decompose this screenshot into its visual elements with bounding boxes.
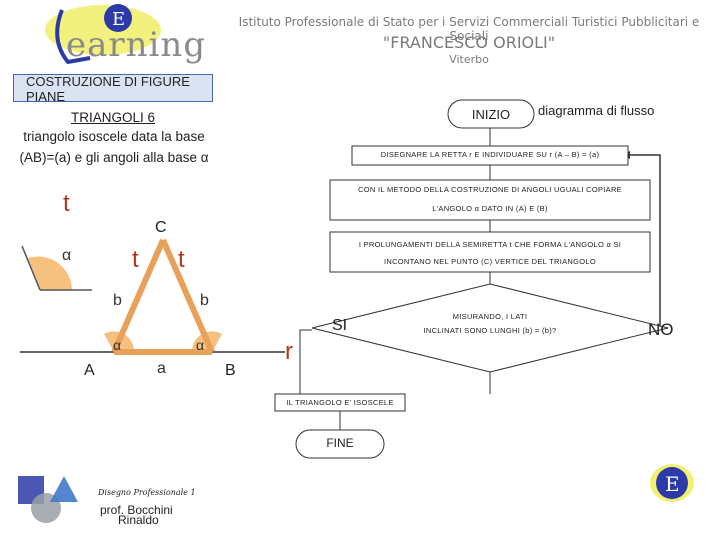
flow-result-text: IL TRIANGOLO E' ISOSCELE xyxy=(286,398,394,407)
svg-text:E: E xyxy=(112,9,125,30)
step3-box xyxy=(329,231,651,273)
topic-title: COSTRUZIONE DI FIGURE PIANE xyxy=(26,74,190,104)
label-alpha-given: α xyxy=(62,247,72,264)
footer-subject: Disegno Professionale 1 xyxy=(98,488,196,497)
label-base: a xyxy=(157,360,166,377)
flow-no-label: NO xyxy=(648,320,674,339)
label-alpha-a: α xyxy=(113,337,122,353)
side-ac xyxy=(111,238,166,354)
label-alpha-b: α xyxy=(196,337,205,353)
flow-step2-line1: CON IL METODO DELLA COSTRUZIONE DI ANGOL… xyxy=(358,185,622,194)
label-t-right: t xyxy=(178,246,185,273)
given-angle-sector xyxy=(28,256,72,290)
label-t-top: t xyxy=(63,190,70,217)
footer-author-1: prof. Bocchini xyxy=(100,503,173,517)
label-vertex-b: B xyxy=(225,362,236,379)
lesson-subtitle-2: (AB)=(a) e gli angoli alla base α xyxy=(19,150,209,165)
label-side-right: b xyxy=(200,292,209,309)
flow-step3-line2: INCONTANO NEL PUNTO (C) VERTICE DEL TRIA… xyxy=(383,257,596,266)
start-terminal xyxy=(447,99,535,129)
flow-decision-line2: INCLINATI SONO LUNGHI (b) = (b)? xyxy=(423,326,557,335)
institute-school: "FRANCESCO ORIOLI" xyxy=(382,33,556,52)
decision-diamond xyxy=(311,283,669,373)
flow-yes-label: SI xyxy=(332,317,348,334)
footer-author-2: Rinaldo xyxy=(118,513,159,527)
institute-name: Istituto Professionale di Stato per i Se… xyxy=(238,15,700,43)
connector-yes-branch xyxy=(299,329,312,394)
logo-mark: E xyxy=(45,4,161,65)
logo-e-icon xyxy=(104,4,132,32)
triangle-figure xyxy=(20,238,285,355)
flow-step1-text: DISEGNARE LA RETTA r E INDIVIDUARE SU r … xyxy=(380,150,600,159)
end-terminal xyxy=(295,429,385,459)
step1-box xyxy=(351,145,629,166)
lesson-subtitle-1: triangolo isoscele data la base xyxy=(23,129,205,144)
topic-box xyxy=(13,74,213,102)
result-box xyxy=(274,393,406,412)
label-r: r xyxy=(285,338,293,365)
label-vertex-a: A xyxy=(84,362,95,379)
flow-caption: diagramma di flusso xyxy=(538,103,655,118)
side-bc xyxy=(160,238,215,354)
flow-step2-line2: L'ANGOLO α DATO IN (A) E (B) xyxy=(432,204,548,213)
logo-text: earning xyxy=(66,25,207,65)
shapes-logo-icon xyxy=(18,476,78,523)
flow-step3-line1: I PROLUNGAMENTI DELLA SEMIRETTA t CHE FO… xyxy=(358,240,622,249)
footer-e-logo-icon: E xyxy=(650,464,694,502)
label-t-left: t xyxy=(132,246,139,273)
label-vertex-c: C xyxy=(155,219,167,236)
svg-text:E: E xyxy=(665,472,680,496)
institute-city: Viterbo xyxy=(449,53,489,66)
step2-box xyxy=(329,179,651,221)
lesson-title: TRIANGOLI 6 xyxy=(70,110,156,125)
given-angle-ray-1 xyxy=(21,245,41,291)
flow-decision-line1: MISURANDO, I LATI xyxy=(452,312,528,321)
label-side-left: b xyxy=(113,292,122,309)
flow-start-label: INIZIO xyxy=(471,107,511,122)
flow-end-label: FINE xyxy=(326,436,354,450)
